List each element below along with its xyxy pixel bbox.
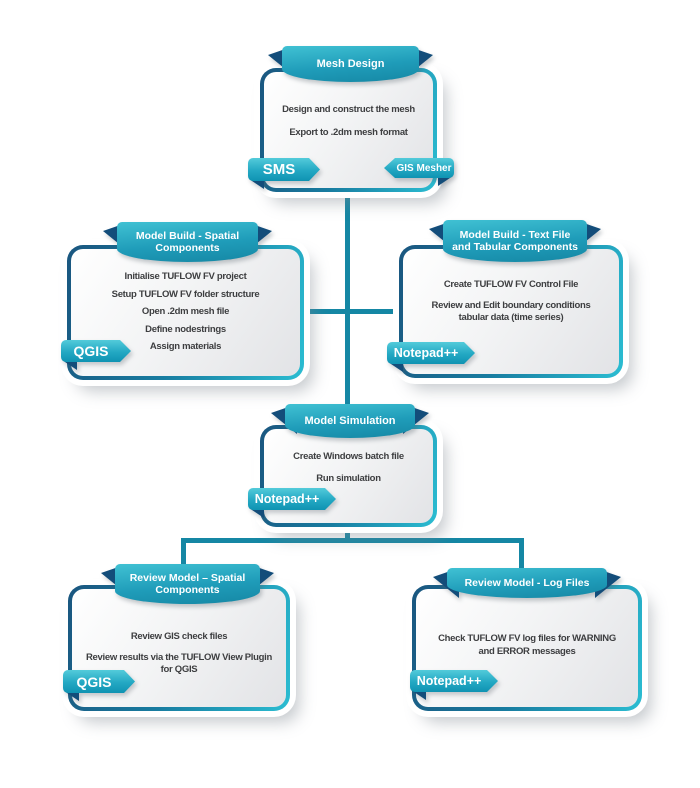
ribbon-fold-icon [438,176,453,186]
card-title-banner: Mesh Design [268,46,433,82]
tool-tag-label: Notepad++ [387,342,475,364]
card-title-banner: Model Simulation [271,404,429,438]
card-text-line: Design and construct the mesh [282,104,415,115]
tool-tag-qgis: QGIS [63,670,135,701]
tool-tag-gis-mesher: GIS Mesher [384,158,454,186]
card-review-log: Check TUFLOW FV log files for WARNING an… [398,560,656,722]
card-mesh-design: Design and construct the mesh Export to … [240,42,455,192]
tool-tag-label: QGIS [63,670,135,693]
card-text-line: Run simulation [316,472,381,484]
card-frame: Create Windows batch file Run simulation [260,425,437,527]
card-model-build-text: Create TUFLOW FV Control File Review and… [387,218,639,388]
card-model-build-spatial: Initialise TUFLOW FV project Setup TUFLO… [55,218,315,388]
connector-review-crossbar [181,538,524,543]
card-review-spatial: Review GIS check files Review results vi… [55,560,315,722]
card-title: Model Simulation [285,404,415,438]
ribbon-fold-icon [62,360,77,370]
tool-tag-notepad: Notepad++ [387,342,475,372]
tool-tag-qgis: QGIS [61,340,131,370]
card-title: Mesh Design [282,46,419,82]
ribbon-fold-icon [411,690,426,700]
card-title-banner: Review Model - Log Files [433,568,621,598]
ribbon-fold-icon [249,508,264,518]
card-text-line: Review and Edit boundary conditions tabu… [431,299,591,324]
card-text-line: Review GIS check files [130,631,228,642]
tool-tag-label: Notepad++ [248,488,336,510]
connector-simulation-stub [345,525,350,541]
connector-drop-review-log [519,540,524,572]
card-content: Create Windows batch file Run simulation [264,429,433,523]
card-text-line: Check TUFLOW FV log files for WARNING an… [438,633,616,657]
card-text-line: Create TUFLOW FV Control File [443,279,579,290]
card-text-line: Export to .2dm mesh format [289,126,408,138]
tool-tag-notepad: Notepad++ [248,488,336,518]
card-title-banner: Review Model – Spatial Components [101,564,274,604]
card-title-banner: Model Build - Spatial Components [103,222,272,262]
card-frame: Review GIS check files Review results vi… [68,585,290,711]
card-title: Review Model – Spatial Components [115,564,260,604]
card-text-line: Create Windows batch file [293,451,404,462]
card-text-line: Initialise TUFLOW FV project [124,271,247,282]
card-text-line: Review results via the TUFLOW View Plugi… [85,651,272,676]
card-text-line: Setup TUFLOW FV folder structure [111,288,260,300]
tool-tag-label: SMS [248,158,320,181]
card-frame: Check TUFLOW FV log files for WARNING an… [412,585,642,711]
card-title: Review Model - Log Files [447,568,607,598]
card-title: Model Build - Text File and Tabular Comp… [443,220,587,262]
tool-tag-label: Notepad++ [410,670,498,692]
connector-spatial-to-text [302,309,400,314]
card-text-line: Define nodestrings [145,323,226,335]
card-title-banner: Model Build - Text File and Tabular Comp… [429,220,601,262]
ribbon-fold-icon [388,362,403,372]
tool-tag-label: QGIS [61,340,131,362]
tool-tag-sms: SMS [248,158,320,189]
card-content: Review GIS check files Review results vi… [72,589,286,707]
card-title: Model Build - Spatial Components [117,222,258,262]
connector-drop-review-spatial [181,540,186,572]
tool-tag-notepad: Notepad++ [410,670,498,700]
ribbon-fold-icon [249,179,264,189]
card-model-simulation: Create Windows batch file Run simulation… [240,400,455,535]
card-text-line: Open .2dm mesh file [141,306,230,318]
ribbon-fold-icon [64,691,79,701]
tool-tag-label: GIS Mesher [384,158,454,178]
card-text-line: Assign materials [149,341,222,353]
